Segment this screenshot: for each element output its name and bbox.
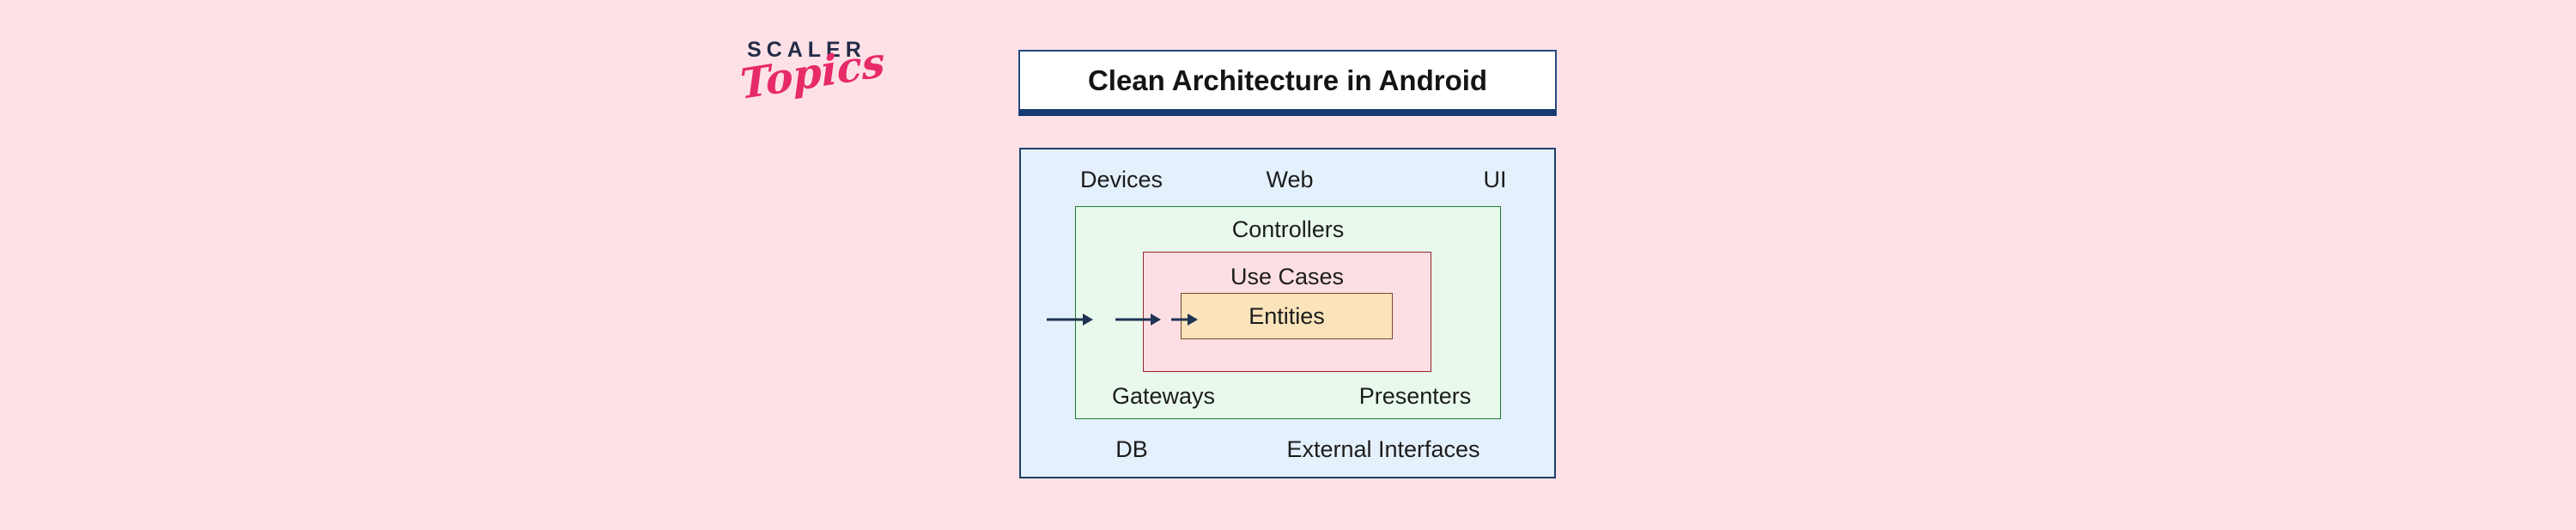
label-entities: Entities bbox=[1249, 302, 1325, 329]
label-db: DB bbox=[1115, 436, 1148, 462]
layer-interface-adapters: Controllers Gateways Presenters Use Case… bbox=[1075, 206, 1501, 419]
layer-frameworks-and-drivers: Devices Web UI DB External Interfaces Co… bbox=[1019, 148, 1556, 478]
diagram-title: Clean Architecture in Android bbox=[1087, 64, 1488, 96]
label-gateways: Gateways bbox=[1111, 383, 1216, 409]
layer-use-cases: Use Cases Entities bbox=[1143, 252, 1431, 372]
label-presenters: Presenters bbox=[1358, 383, 1472, 409]
label-external-interfaces: External Interfaces bbox=[1286, 436, 1480, 462]
label-use-cases: Use Cases bbox=[1230, 264, 1345, 289]
label-ui: UI bbox=[1483, 167, 1507, 192]
logo-brand-text: SCALER bbox=[747, 38, 866, 62]
label-devices: Devices bbox=[1079, 167, 1163, 192]
label-controllers: Controllers bbox=[1231, 216, 1345, 242]
layer-entities: Entities bbox=[1181, 293, 1393, 339]
diagram-title-box: Clean Architecture in Android bbox=[1018, 50, 1557, 116]
scaler-topics-logo: SCALER Topics bbox=[739, 38, 886, 109]
label-web: Web bbox=[1266, 167, 1314, 192]
